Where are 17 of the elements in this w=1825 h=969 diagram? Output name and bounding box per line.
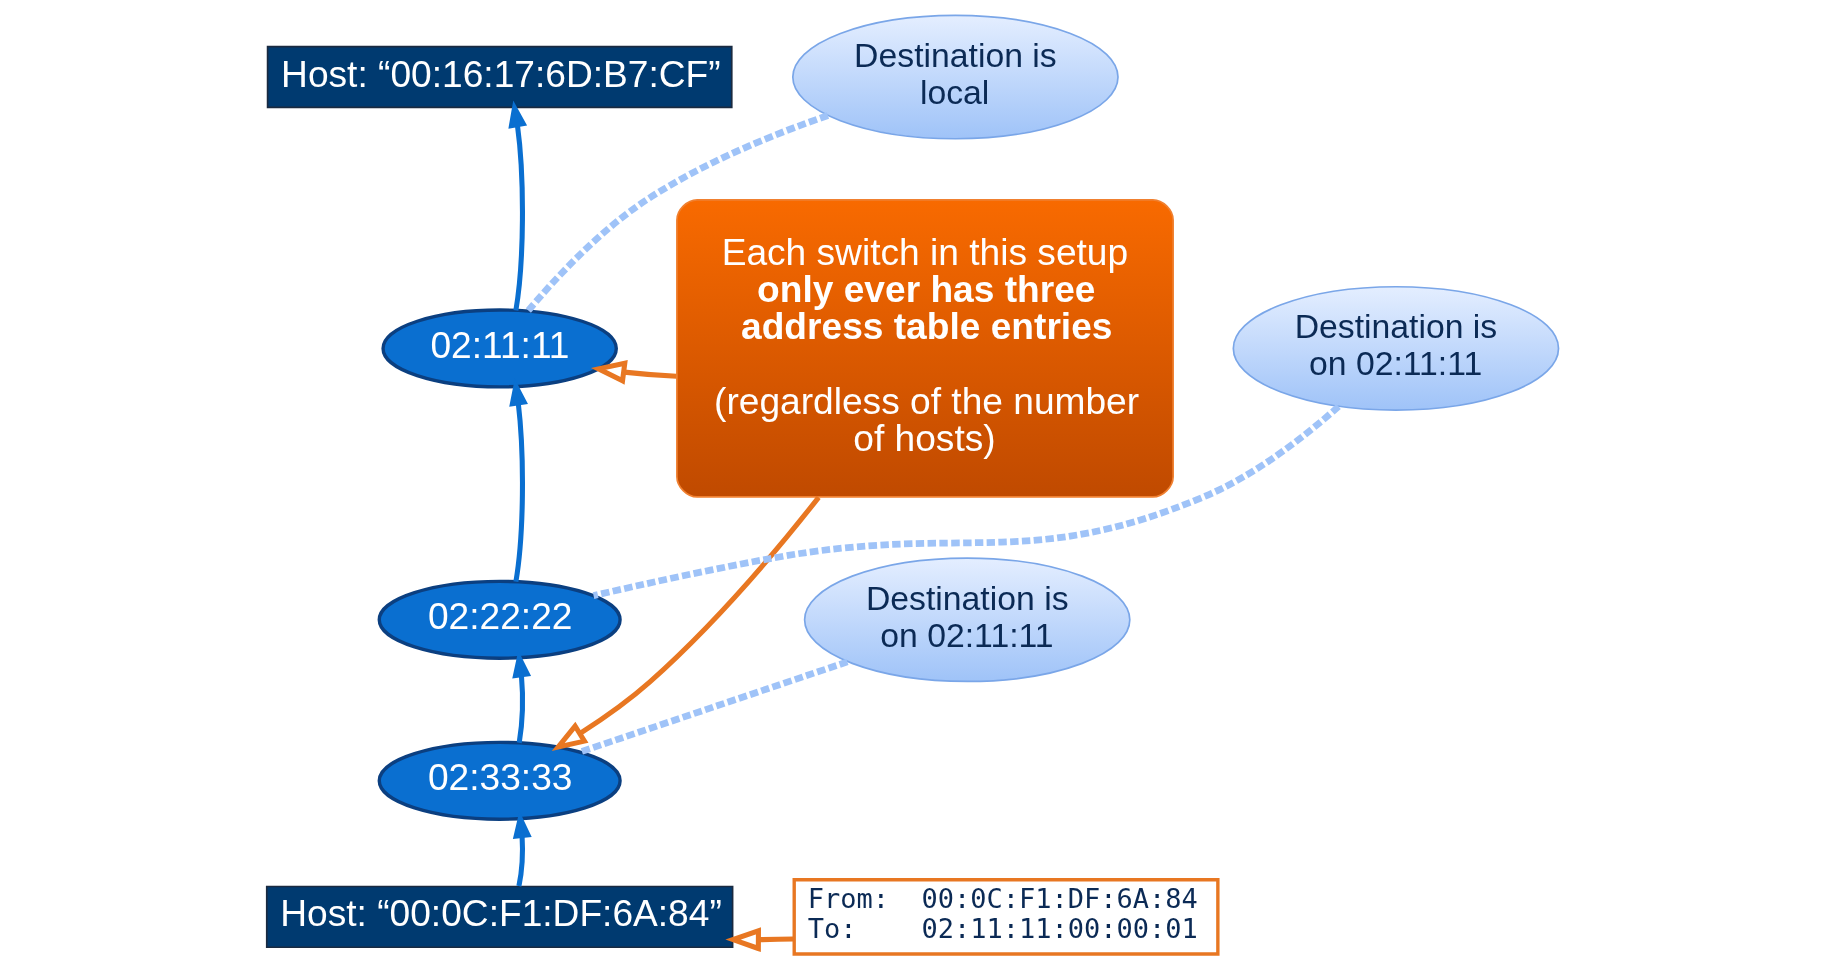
node-ellipse: Destination is local <box>791 14 1119 140</box>
node-ellipse: Destination is on 02:11:11 <box>1232 285 1560 411</box>
node-ellipse: 02:33:33 <box>377 740 622 821</box>
node-box: Host: “00:0C:F1:DF:6A:84” <box>265 885 734 949</box>
node-ellipse: Destination is on 02:11:11 <box>803 557 1131 683</box>
arrow <box>725 927 794 953</box>
node-box: From: 00:0C:F1:DF:6A:84 To: 02:11:11:00:00:01 <box>792 878 1220 956</box>
arrow <box>590 360 677 385</box>
node-ellipse: 02:22:22 <box>377 579 622 660</box>
node-box: Each switch in this setup only ever has three address table entries (regardless of the number of hosts) <box>676 199 1174 498</box>
connector <box>579 658 849 756</box>
connector <box>525 112 830 314</box>
node-ellipse: 02:11:11 <box>381 308 618 389</box>
connector <box>592 403 1341 599</box>
arrow <box>508 100 528 311</box>
arrow <box>551 495 821 751</box>
node-box: Host: “00:16:17:6D:B7:CF” <box>266 45 733 109</box>
